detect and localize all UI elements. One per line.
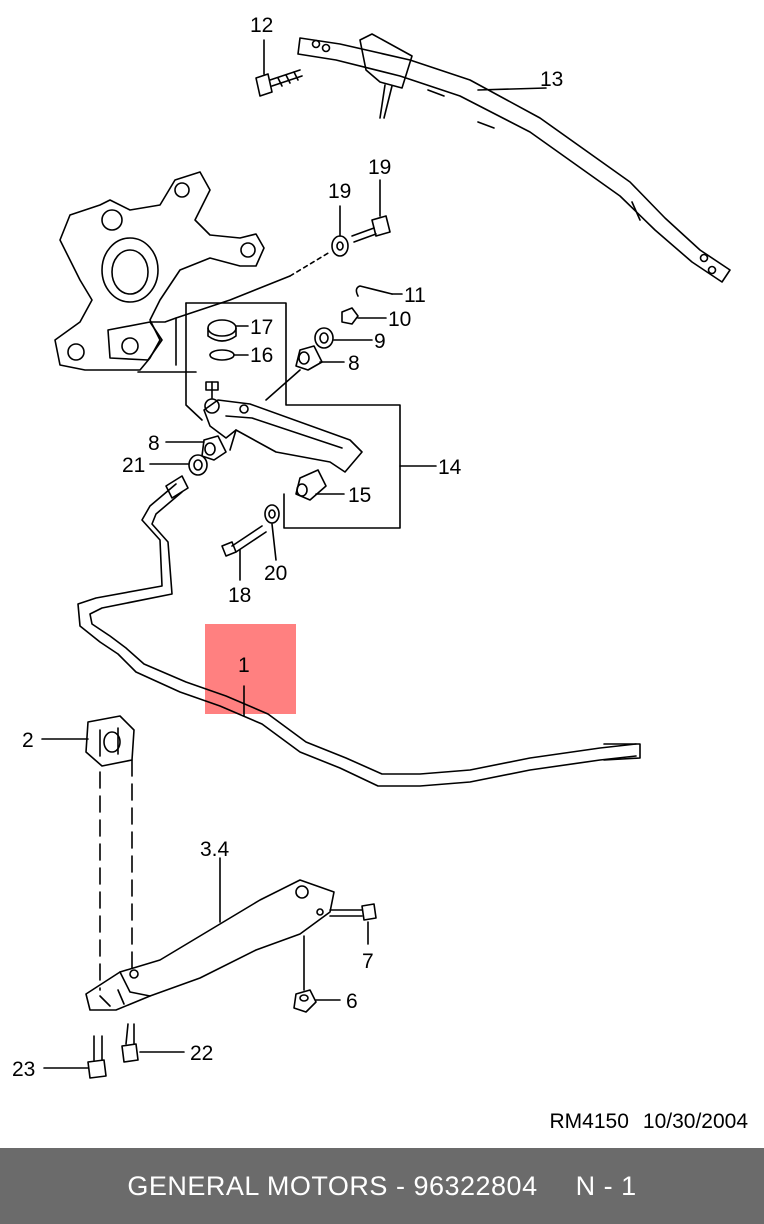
- washer-part-21: [188, 454, 208, 476]
- o-ring-part-16: [209, 349, 235, 361]
- bolt-part-23: [87, 1035, 107, 1079]
- callout-23: 23: [12, 1058, 35, 1081]
- callout-21: 21: [122, 454, 145, 477]
- nut-part-10: [341, 307, 359, 325]
- callout-19-lower: 20: [264, 562, 287, 585]
- footer-separator: -: [395, 1170, 406, 1201]
- reference-date: 10/30/2004: [642, 1110, 748, 1133]
- callout-19-upper: 19: [328, 180, 351, 203]
- callout-20: 18: [228, 584, 251, 607]
- callout-14: 14: [438, 456, 462, 479]
- drawing-reference: RM4150 10/30/2004: [550, 1110, 749, 1134]
- callout-17: 17: [250, 316, 273, 339]
- washer-part-9: [314, 327, 334, 349]
- washer-part-19-lower: [264, 504, 280, 524]
- bolt-part-13: [255, 69, 303, 97]
- bushing-part-2: [85, 715, 135, 767]
- bolt-part-7: [329, 903, 377, 921]
- reference-code: RM4150: [549, 1110, 629, 1133]
- callout-16: 16: [250, 344, 273, 367]
- bushing-part-17: [207, 319, 237, 342]
- callout-2: 2: [22, 729, 34, 752]
- callout-6: 6: [346, 990, 358, 1013]
- bushing-part-8-upper: [295, 345, 323, 371]
- upper-rail-part: [297, 33, 731, 283]
- steering-knuckle: [54, 171, 265, 371]
- footer-bar: GENERAL MOTORS - 96322804 N - 1: [0, 1148, 764, 1224]
- washer-part-19-upper: [331, 235, 349, 257]
- bolt-part-20: [221, 525, 267, 557]
- callout-11: 11: [404, 284, 426, 307]
- leader-12: [477, 87, 547, 91]
- bolt-part-18: [351, 215, 391, 243]
- cotter-pin-part-11: [355, 285, 393, 297]
- nut-part-6: [293, 989, 317, 1013]
- highlight-box-part-1[interactable]: [205, 624, 296, 714]
- callout-8-upper: 8: [348, 352, 360, 375]
- callout-9: 9: [374, 330, 386, 353]
- footer-note: N - 1: [575, 1170, 637, 1201]
- bracket-part-3-4: [85, 879, 335, 1011]
- callout-1[interactable]: 1: [238, 654, 250, 677]
- callout-15: 15: [348, 484, 371, 507]
- lower-control-arm: [203, 381, 363, 473]
- stabilizer-bar-part-1[interactable]: [77, 475, 641, 787]
- bushing-part-15: [295, 469, 327, 501]
- callout-18: 19: [368, 156, 391, 179]
- callout-10: 10: [388, 308, 411, 331]
- callout-12: 13: [540, 68, 563, 91]
- bushing-part-8-lower: [201, 435, 227, 461]
- callout-13: 12: [250, 14, 273, 37]
- callout-3-4: 3.4: [200, 838, 230, 861]
- footer-brand: GENERAL MOTORS: [127, 1170, 388, 1201]
- footer-part-number: 96322804: [413, 1170, 538, 1201]
- bolt-part-22: [121, 1023, 139, 1063]
- parts-diagram: 12 13 19 19 11 10 17 9 16 8 8 14 21 15 2…: [12, 14, 731, 1081]
- bracket-14: [185, 302, 401, 529]
- callout-7: 7: [362, 950, 374, 973]
- callout-22: 22: [190, 1042, 213, 1065]
- callout-8-lower: 8: [148, 432, 160, 455]
